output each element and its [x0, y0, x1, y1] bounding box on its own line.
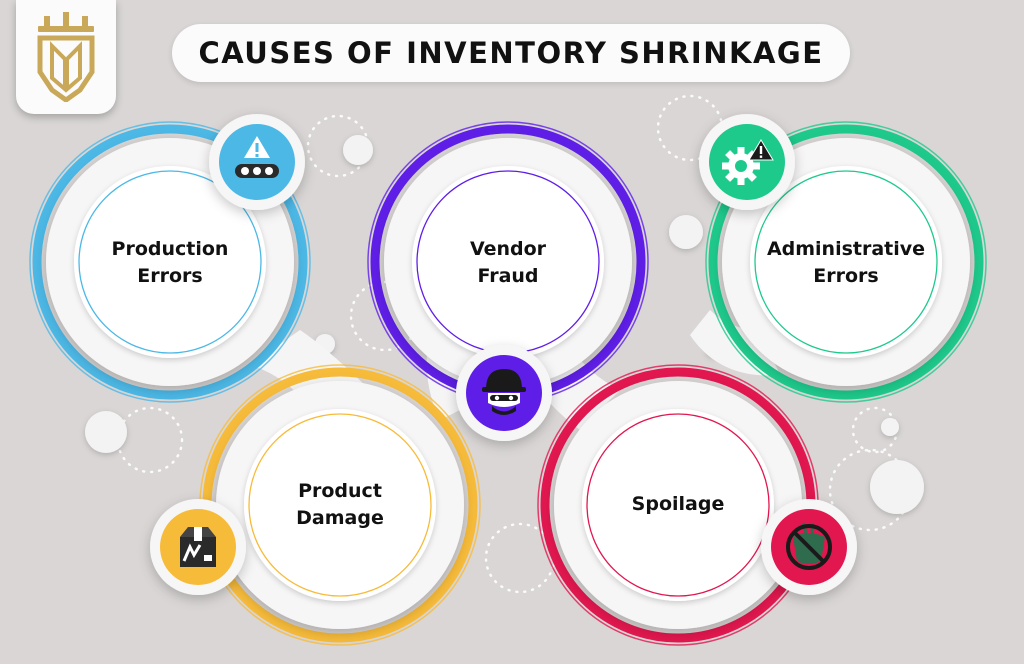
crown-logo-icon — [37, 12, 95, 102]
spoilage-label-line1: Spoilage — [631, 493, 725, 515]
conveyor-warning-icon — [209, 114, 305, 210]
product-damage-label-line1: Product — [298, 480, 382, 502]
production-errors-label-line1: Production — [111, 238, 229, 260]
title-banner: CAUSES OF INVENTORY SHRINKAGE — [172, 24, 850, 82]
administrative-errors-group — [705, 121, 987, 403]
vendor-fraud-inner-disc — [412, 166, 604, 358]
administrative-errors-label-line2: Errors — [813, 265, 879, 287]
spoilage-group — [537, 364, 819, 646]
spoilage-label: Spoilage — [578, 491, 778, 518]
administrative-errors-inner-line — [754, 170, 938, 354]
product-damage-inner-disc — [244, 409, 436, 601]
broken-box-icon — [150, 499, 246, 595]
production-errors-label-line2: Errors — [137, 265, 203, 287]
vendor-fraud-label-line1: Vendor — [469, 238, 547, 260]
administrative-errors-label-line1: Administrative — [766, 238, 926, 260]
decorative-bubbles — [85, 135, 924, 514]
production-errors-inner-disc — [74, 166, 266, 358]
page-title: CAUSES OF INVENTORY SHRINKAGE — [198, 36, 824, 70]
production-errors-ring — [32, 124, 308, 400]
administrative-errors-inner-disc — [750, 166, 942, 358]
product-damage-group — [199, 364, 481, 646]
administrative-errors-ring — [708, 124, 984, 400]
spoiled-food-icon — [761, 499, 857, 595]
administrative-errors-outer-ring — [705, 121, 987, 403]
product-damage-label-line2: Damage — [296, 507, 384, 529]
vendor-fraud-label-line2: Fraud — [477, 265, 539, 287]
spoilage-inner-disc — [582, 409, 774, 601]
brand-logo — [16, 0, 116, 114]
masked-thief-icon — [456, 345, 552, 441]
gear-warning-icon — [699, 114, 795, 210]
spoilage-inner-line — [586, 413, 770, 597]
production-errors-outer-ring — [29, 121, 311, 403]
product-damage-inner-line — [248, 413, 432, 597]
production-errors-inner-line — [78, 170, 262, 354]
